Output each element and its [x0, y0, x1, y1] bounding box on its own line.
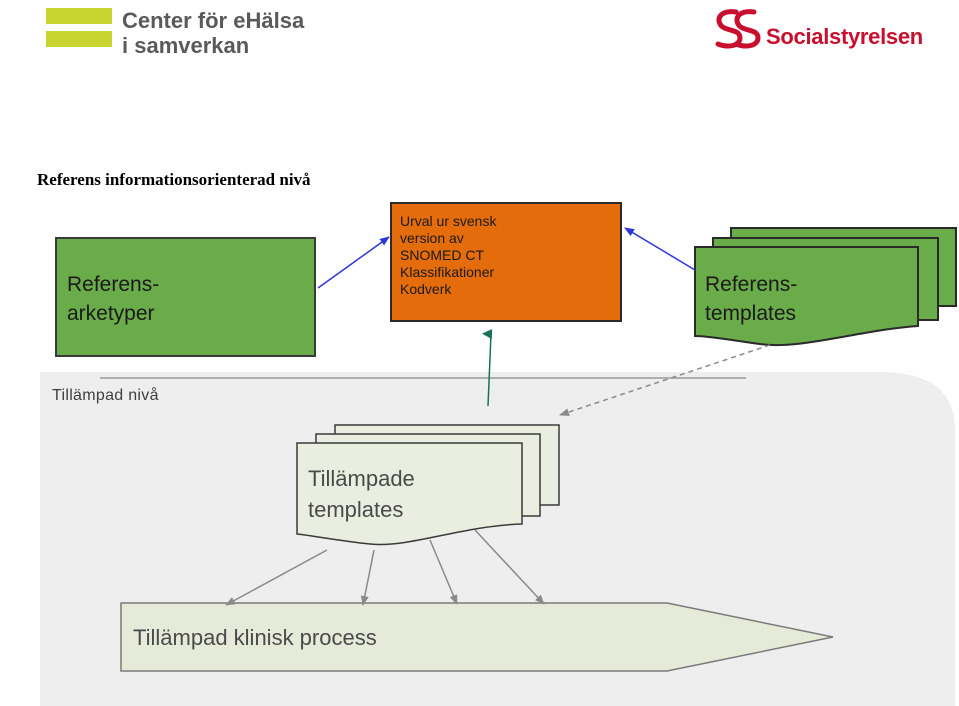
center-logo-text: Center för eHälsa i samverkan: [122, 8, 304, 58]
applied-level-title: Tillämpad nivå: [52, 387, 159, 404]
templates-to-terminology-arrow: [624, 227, 696, 271]
reference-templates-line2: templates: [705, 302, 797, 325]
reference-templates-line1: Referens-: [705, 273, 798, 296]
socialstyrelsen-logo-text: Socialstyrelsen: [766, 24, 923, 49]
reference-archetypes-box: [55, 237, 316, 357]
clinical-process-shape: [120, 602, 834, 672]
applied-templates-line2: templates: [308, 497, 404, 522]
logo-bar-bottom: [46, 31, 112, 47]
terminology-line-3: SNOMED CT: [400, 247, 484, 263]
template-to-process-arrow-4: [474, 529, 545, 605]
center-logo-line2: i samverkan: [122, 33, 250, 58]
clinical-process-label: Tillämpad klinisk process: [133, 625, 377, 650]
reference-to-applied-dashed-arrow: [559, 344, 771, 416]
terminology-line-4: Klassifikationer: [400, 264, 495, 280]
terminology-box: [390, 202, 622, 322]
applied-templates-stack: [296, 424, 560, 546]
reference-archetypes-label: Referens- arketyper: [67, 270, 159, 328]
applied-templates-line1: Tillämpade: [308, 466, 415, 491]
logo-bar-top: [46, 8, 112, 24]
template-to-process-arrow-1: [225, 549, 328, 606]
archetypes-to-terminology-arrow: [317, 236, 390, 289]
center-logo-line1: Center för eHälsa: [122, 8, 305, 33]
terminology-line-2: version av: [400, 230, 464, 246]
reference-archetypes-line2: arketyper: [67, 302, 155, 325]
terminology-line-5: Kodverk: [400, 281, 452, 297]
template-to-process-arrow-3: [429, 539, 458, 605]
reference-archetypes-line1: Referens-: [67, 273, 160, 296]
applied-templates-label: Tillämpade templates: [308, 463, 415, 525]
reference-level-title: Referens informationsorienterad nivå: [37, 170, 311, 189]
applied-to-terminology-arrow: [482, 329, 493, 407]
terminology-box-text: Urval ur svensk version av SNOMED CT Kla…: [400, 213, 496, 298]
reference-templates-stack: [694, 227, 957, 347]
socialstyrelsen-emblem-icon: [715, 9, 761, 49]
terminology-line-1: Urval ur svensk: [400, 213, 497, 229]
reference-templates-label: Referens- templates: [705, 270, 797, 328]
template-to-process-arrow-2: [360, 549, 375, 606]
